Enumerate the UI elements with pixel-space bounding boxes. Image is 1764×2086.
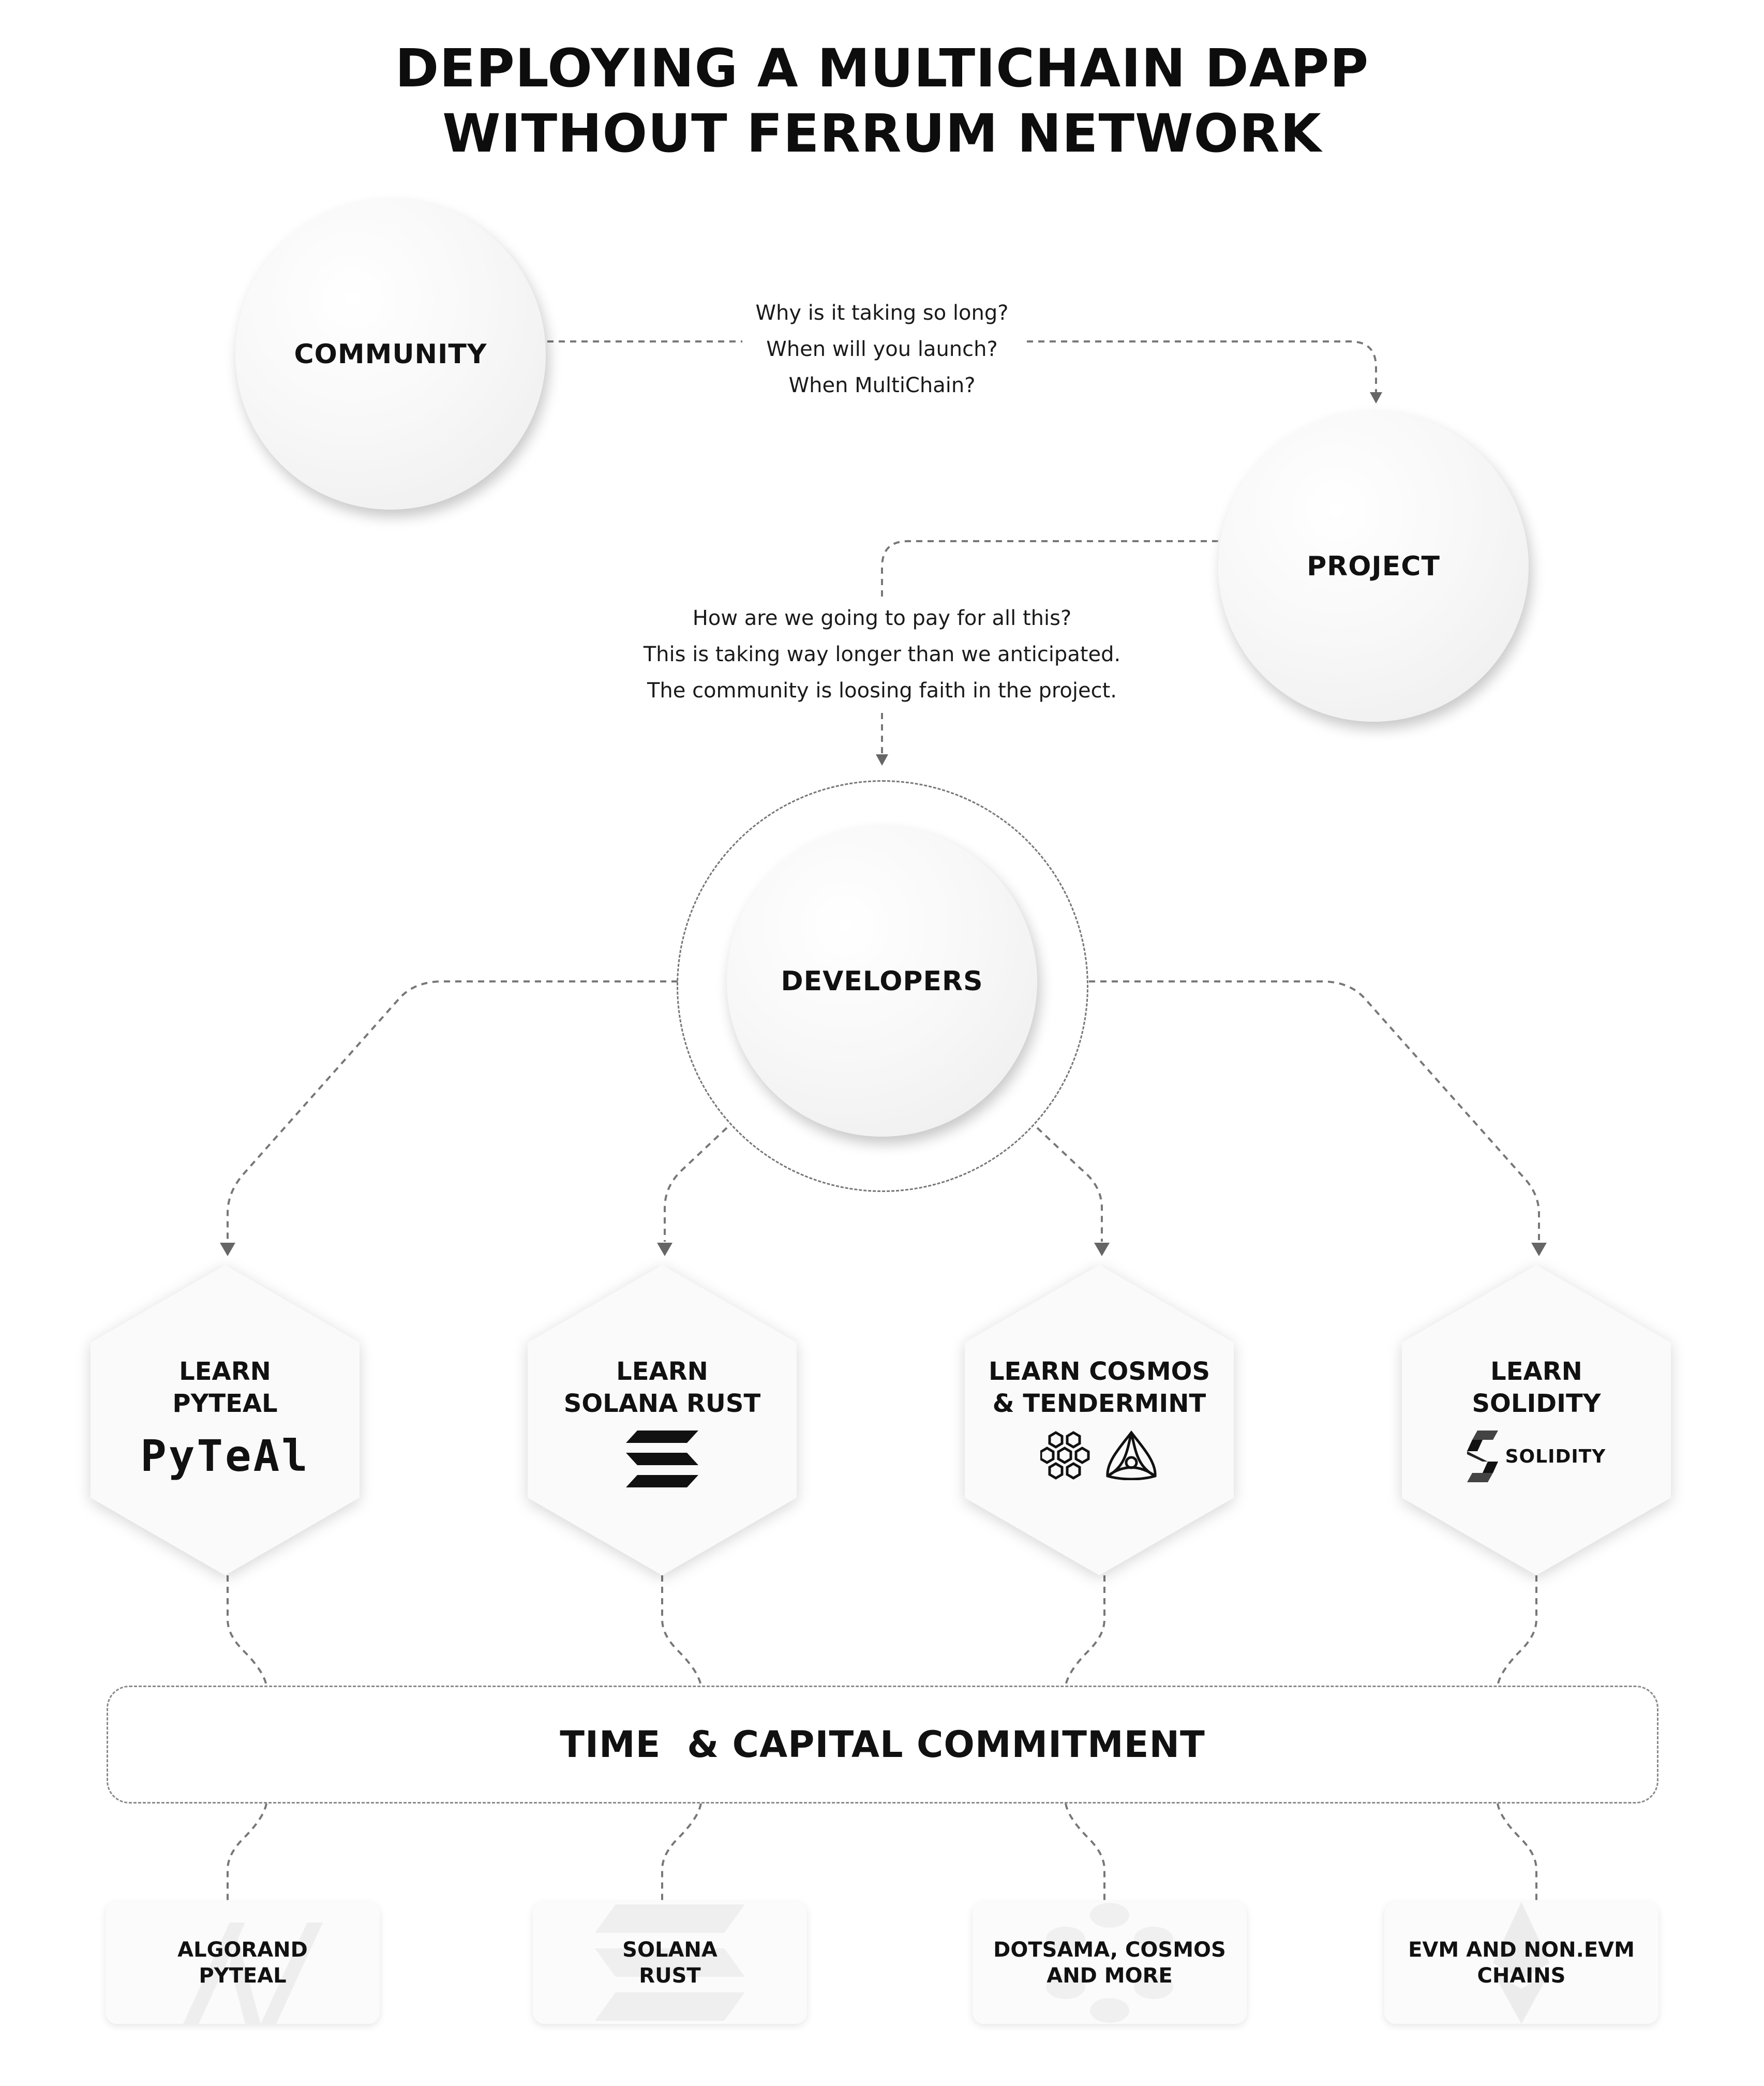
connector-project-developers (881, 540, 1218, 755)
developers-orbit-ring (677, 780, 1088, 1192)
arrowhead-project (1370, 392, 1382, 404)
arrowhead-pyteal (220, 1243, 235, 1256)
learn-solidity-hex: LEARN SOLIDITY SOLIDITY (1402, 1265, 1671, 1575)
learn-cosmos-line-1: LEARN COSMOS (988, 1357, 1210, 1386)
connector-developers-solana (664, 1127, 728, 1242)
solidity-logo-text: SOLIDITY (1505, 1446, 1606, 1467)
developers-label: DEVELOPERS (781, 966, 983, 997)
outcome-solana-line-2: RUST (639, 1964, 701, 1988)
project-concerns: How are we going to pay for all this? Th… (623, 600, 1141, 709)
solidity-logo-icon (1467, 1431, 1498, 1482)
learn-pyteal-line-2: PYTEAL (172, 1389, 278, 1418)
pyteal-logo-icon: PyTeAl (91, 1431, 360, 1481)
arrowhead-cosmos (1094, 1243, 1110, 1256)
learn-solana-hex: LEARN SOLANA RUST (528, 1265, 797, 1575)
cosmos-hexagons-icon (1040, 1431, 1090, 1480)
learn-solidity-line-2: SOLIDITY (1472, 1389, 1601, 1418)
time-capital-commitment-box: TIME & CAPITAL COMMITMENT (107, 1686, 1658, 1804)
outcome-dotsama-tile: DOTSAMA, COSMOS AND MORE (973, 1902, 1247, 2024)
diagram-title: DEPLOYING A MULTICHAIN DAPP WITHOUT FERR… (0, 36, 1764, 167)
outcome-solana-tile: SOLANA RUST (533, 1902, 807, 2024)
outcome-solana-line-1: SOLANA (622, 1938, 717, 1962)
community-question-3: When MultiChain? (788, 374, 976, 397)
solana-logo-icon (626, 1431, 698, 1487)
tendermint-logo-icon (1106, 1431, 1157, 1480)
project-concern-1: How are we going to pay for all this? (692, 606, 1072, 630)
connector-hexes-commitment (227, 1575, 1537, 1686)
outcome-dotsama-line-2: AND MORE (1047, 1964, 1173, 1988)
arrowhead-solidity (1531, 1243, 1547, 1256)
solana-watermark-icon (595, 1904, 745, 2021)
community-question-2: When will you launch? (766, 337, 998, 361)
project-concern-2: This is taking way longer than we antici… (643, 643, 1121, 666)
outcome-evm-line-2: CHAINS (1477, 1964, 1566, 1988)
connector-developers-solidity (1089, 980, 1540, 1242)
project-label: PROJECT (1307, 551, 1440, 582)
arrowhead-solana (657, 1243, 672, 1256)
project-concern-3: The community is loosing faith in the pr… (647, 679, 1117, 703)
connector-developers-cosmos (1036, 1127, 1103, 1242)
outcome-evm-tile: EVM AND NON.EVM CHAINS (1384, 1902, 1658, 2024)
learn-solidity-line-1: LEARN (1490, 1357, 1582, 1386)
ethereum-watermark-icon (1493, 1902, 1550, 2024)
learn-solana-line-2: SOLANA RUST (563, 1389, 761, 1418)
learn-solana-line-1: LEARN (616, 1357, 708, 1386)
polkadot-watermark-icon (1046, 1903, 1173, 2023)
learn-cosmos-line-2: & TENDERMINT (992, 1389, 1206, 1418)
title-line-2: WITHOUT FERRUM NETWORK (442, 103, 1322, 165)
outcome-algorand-line-1: ALGORAND (177, 1938, 308, 1962)
algorand-watermark-icon (183, 1923, 323, 2024)
learn-pyteal-hex: LEARN PYTEAL PyTeAl (91, 1265, 360, 1575)
commitment-label: TIME & CAPITAL COMMITMENT (560, 1723, 1205, 1766)
connector-developers-pyteal (227, 980, 678, 1242)
connector-commitment-outcomes (227, 1803, 1537, 1902)
arrowhead-developers (876, 754, 888, 766)
outcome-algorand-line-2: PYTEAL (199, 1964, 287, 1988)
learn-pyteal-line-1: LEARN (179, 1357, 271, 1386)
community-node: COMMUNITY (235, 199, 546, 510)
outcome-evm-line-1: EVM AND NON.EVM (1408, 1938, 1635, 1962)
outcome-dotsama-line-1: DOTSAMA, COSMOS (993, 1938, 1226, 1962)
connector-community-project (547, 340, 1377, 393)
community-question-1: Why is it taking so long? (755, 301, 1009, 325)
outcome-algorand-tile: ALGORAND PYTEAL (106, 1902, 380, 2024)
community-label: COMMUNITY (294, 339, 487, 370)
learn-cosmos-hex: LEARN COSMOS & TENDERMINT (965, 1265, 1234, 1575)
community-questions: Why is it taking so long? When will you … (716, 295, 1048, 404)
pyteal-logo-text: PyTeAl (140, 1431, 310, 1481)
developers-node: DEVELOPERS (727, 826, 1037, 1137)
project-node: PROJECT (1218, 411, 1529, 722)
title-line-1: DEPLOYING A MULTICHAIN DAPP (395, 38, 1369, 99)
